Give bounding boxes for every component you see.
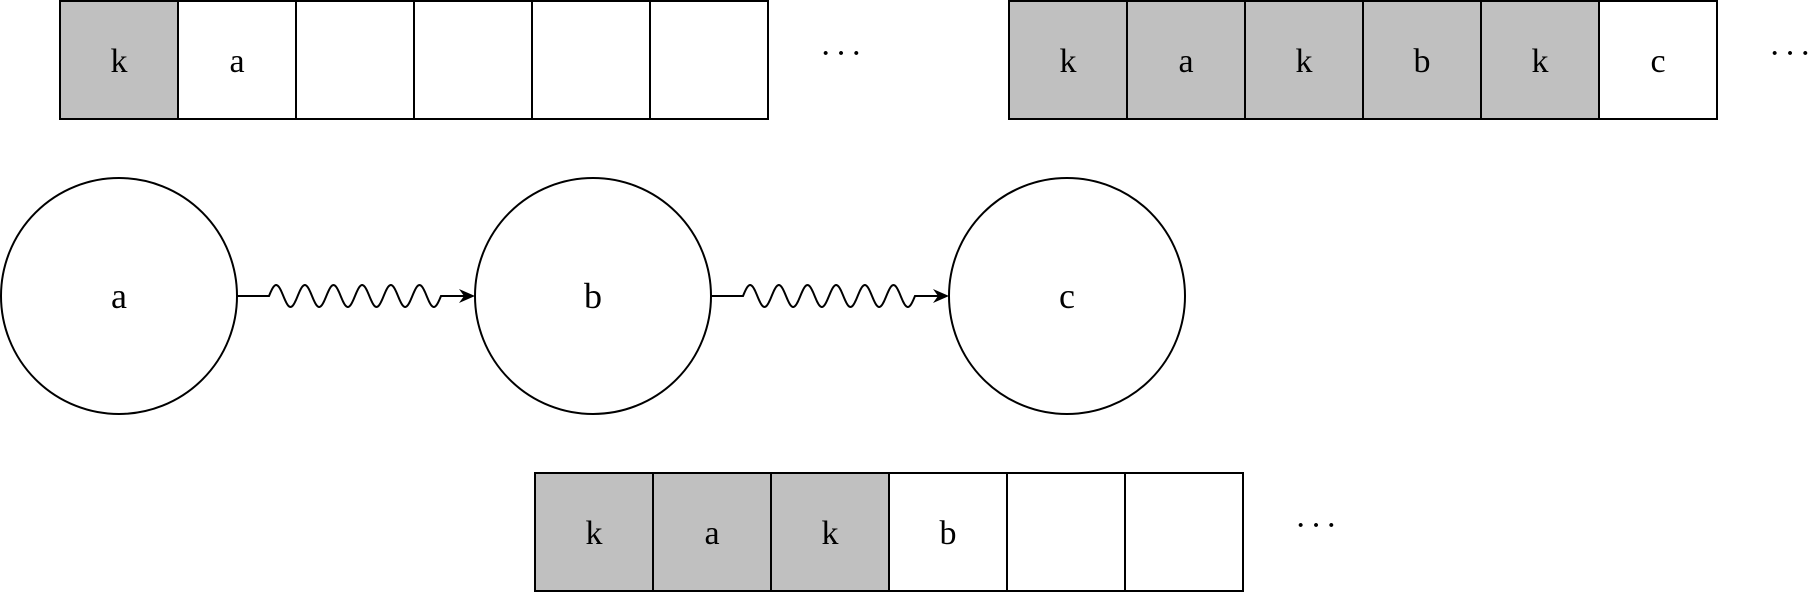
node-c-label: c: [1059, 276, 1075, 316]
node-a: a: [0, 177, 238, 415]
tape-a-cell-4: [531, 0, 651, 120]
tape-b-cell-1: [652, 472, 772, 592]
tape-b-cell-0: [534, 472, 654, 592]
tape-c-cell-2-label: k: [1296, 43, 1313, 80]
edge-squiggle-1: [711, 283, 943, 309]
tape-a-ellipsis: ···: [820, 35, 866, 72]
tape-c-cell-1-label: a: [1178, 43, 1193, 80]
tape-a: k a ···: [59, 0, 866, 120]
tape-b-ellipsis: ···: [1295, 507, 1341, 544]
tape-b-cell-0-label: k: [586, 515, 603, 552]
edge-node-b-node-c: [711, 283, 949, 309]
node-a-label: a: [111, 276, 127, 316]
tape-c-cell-4-label: k: [1532, 43, 1549, 80]
node-c: c: [948, 177, 1186, 415]
edge-squiggle-0: [237, 283, 469, 309]
tape-b-cell-3: [888, 472, 1008, 592]
tape-c-cell-1: [1126, 0, 1246, 120]
tape-b-cell-5: [1124, 472, 1244, 592]
tape-a-cell-1: [177, 0, 297, 120]
node-b-label: b: [584, 276, 602, 316]
tape-b: k a k b ···: [534, 472, 1341, 592]
tape-b-cell-2-label: k: [822, 515, 839, 552]
arrowhead-icon: [459, 289, 475, 303]
tape-c-cell-5-label: c: [1650, 43, 1665, 80]
tape-c-cell-4: [1480, 0, 1600, 120]
tape-c-cell-0-label: k: [1060, 43, 1077, 80]
tape-a-cell-2: [295, 0, 415, 120]
tape-a-cell-5: [649, 0, 769, 120]
tape-c-cell-0: [1008, 0, 1128, 120]
node-b: b: [474, 177, 712, 415]
node-c-circle: [948, 177, 1186, 415]
arrowhead-icon: [933, 289, 949, 303]
nodes-layer: a b c: [0, 177, 1186, 415]
edge-node-a-node-b: [237, 283, 475, 309]
tape-c-cell-3: [1362, 0, 1482, 120]
node-a-circle: [0, 177, 238, 415]
tape-b-cell-3-label: b: [940, 515, 957, 552]
tape-b-cell-1-label: a: [704, 515, 719, 552]
tape-a-cell-1-label: a: [229, 43, 244, 80]
node-b-circle: [474, 177, 712, 415]
tape-b-cell-2: [770, 472, 890, 592]
tape-a-cell-3: [413, 0, 533, 120]
tape-a-cell-0: [59, 0, 179, 120]
tape-c: k a k b k c ···: [1008, 0, 1814, 120]
tapes-layer: k a ··· k a k b k c ··· k a k b ···: [59, 0, 1814, 592]
tape-a-cell-0-label: k: [111, 43, 128, 80]
tape-b-cell-4: [1006, 472, 1126, 592]
tape-c-cell-5: [1598, 0, 1718, 120]
tape-c-ellipsis: ···: [1769, 35, 1814, 72]
tape-c-cell-3-label: b: [1414, 43, 1431, 80]
tape-c-cell-2: [1244, 0, 1364, 120]
edges-layer: [237, 283, 949, 309]
